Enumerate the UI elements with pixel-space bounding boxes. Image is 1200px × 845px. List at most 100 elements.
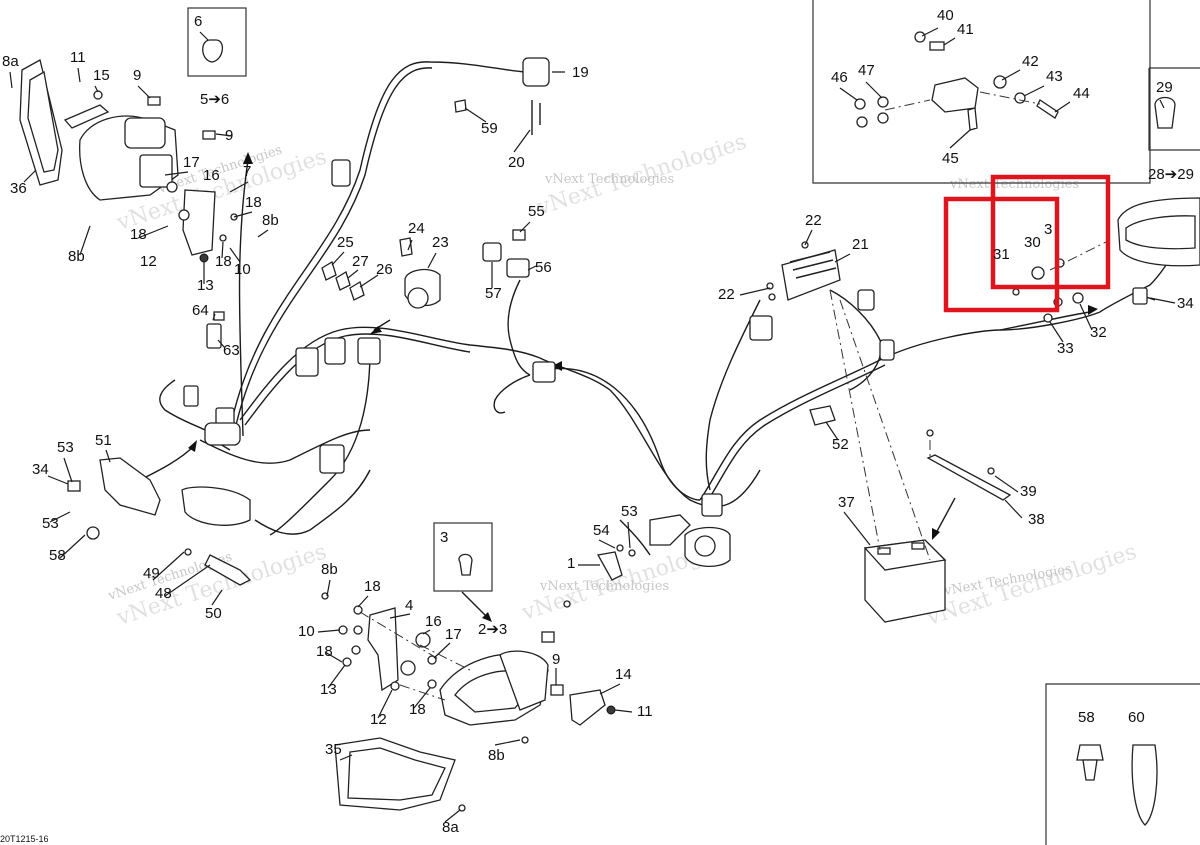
bulb-29-inset-box: [1148, 67, 1200, 151]
callout-label: 46: [831, 69, 848, 86]
callout-label: 28➔29: [1148, 166, 1194, 183]
solenoid-inset-box: [812, 0, 1151, 184]
callout-label: 18: [364, 578, 381, 595]
callout-label: 27: [352, 253, 369, 270]
bulbs: [458, 553, 473, 576]
callout-label: 38: [1028, 511, 1045, 528]
callout-label: 25: [337, 234, 354, 251]
callout-label: 22: [805, 212, 822, 229]
callout-label: 32: [1090, 324, 1107, 341]
callout-label: 4: [405, 597, 413, 614]
callout-label: 13: [320, 681, 337, 698]
callout-label: 53: [621, 503, 638, 520]
callout-label: 3: [440, 529, 448, 546]
starter-relay: [596, 514, 731, 581]
bulb-6-inset-box: [187, 7, 247, 77]
voltage-regulator: [766, 241, 841, 301]
callout-label: 58: [1078, 709, 1095, 726]
battery-assembly: [809, 289, 1012, 623]
callout-label: 55: [528, 203, 545, 220]
callout-label: 30: [1024, 234, 1041, 251]
callout-label: 44: [1073, 85, 1090, 102]
callout-label: 10: [298, 623, 315, 640]
callout-label: 35: [325, 741, 342, 758]
callout-label: 41: [957, 21, 974, 38]
callout-label: 17: [183, 154, 200, 171]
callout-label: 53: [42, 515, 59, 532]
callout-label: 37: [838, 494, 855, 511]
callout-label: 18: [245, 194, 262, 211]
callout-label: 14: [615, 666, 632, 683]
callout-label: 31: [993, 246, 1010, 263]
harness-connectors: [183, 57, 895, 517]
callout-label: 18: [215, 253, 232, 270]
callout-label: 12: [370, 711, 387, 728]
callout-label: 22: [718, 286, 735, 303]
wiring-harness: [139, 61, 1176, 556]
callout-label: 20: [508, 154, 525, 171]
callout-label: 3: [1044, 221, 1052, 238]
callout-label: 47: [858, 62, 875, 79]
callout-label: 19: [572, 64, 589, 81]
bulb-3-inset-box: [433, 522, 493, 592]
callout-label: 42: [1022, 53, 1039, 70]
callout-label: 26: [376, 261, 393, 278]
callout-label: 17: [445, 626, 462, 643]
left-headlight-assembly: [19, 39, 238, 263]
callout-label: 64: [192, 302, 209, 319]
callout-label: 57: [485, 285, 502, 302]
callout-label: 34: [32, 461, 49, 478]
callout-label: 51: [95, 432, 112, 449]
leader-lines: [9, 27, 1176, 823]
callout-label: 58: [49, 547, 66, 564]
highlight-box: [990, 174, 1111, 290]
callout-label: 45: [942, 150, 959, 167]
callout-label: 60: [1128, 709, 1145, 726]
callout-label: 34: [1177, 295, 1194, 312]
callout-label: 9: [133, 67, 141, 84]
callout-label: 18: [409, 701, 426, 718]
callout-label: 7: [243, 163, 251, 180]
callout-label: 24: [408, 220, 425, 237]
callout-label: 8a: [442, 819, 459, 836]
callout-label: 11: [637, 703, 653, 720]
callout-label: 15: [93, 67, 110, 84]
highlight-box: [943, 196, 1060, 313]
callout-label: 39: [1020, 483, 1037, 500]
watermark: vNext Technologies: [544, 172, 674, 187]
callout-label: 52: [832, 436, 849, 453]
center-components: [206, 99, 541, 349]
callout-label: 8b: [321, 561, 338, 578]
callout-label: 6: [194, 13, 202, 30]
callout-label: 50: [205, 605, 222, 622]
callout-label: 59: [481, 120, 498, 137]
callout-label: 23: [432, 234, 449, 251]
callout-label: 18: [130, 226, 147, 243]
callout-label: 33: [1057, 340, 1074, 357]
right-headlight-assembly: [321, 591, 616, 812]
callout-label: 16: [425, 613, 442, 630]
callout-label: 8b: [262, 212, 279, 229]
callout-label: 54: [593, 522, 610, 539]
solenoid-inset: [854, 31, 1059, 131]
callout-label: 11: [70, 49, 86, 66]
callout-label: 16: [203, 167, 220, 184]
callout-label: 2➔3: [478, 621, 507, 638]
callout-label: 49: [143, 565, 160, 582]
left-bracket-assembly: [67, 457, 252, 586]
watermark: vNext Technologies: [539, 579, 669, 594]
callout-label: 53: [57, 439, 74, 456]
callout-label: 13: [197, 277, 214, 294]
callout-label: 8b: [488, 747, 505, 764]
callout-label: 43: [1046, 68, 1063, 85]
fastener-inset-box: [1045, 683, 1200, 845]
callout-label: 10: [234, 261, 251, 278]
callout-label: 9: [552, 651, 560, 668]
callout-labels: 8a 11 15 9 6 5➔6 9 17 16 7 18 8b 36 8b 1…: [0, 7, 1194, 844]
callout-label: 8a: [2, 53, 19, 70]
fastener-inset: [1076, 744, 1158, 826]
callout-label: 8b: [68, 248, 85, 265]
callout-label: 40: [937, 7, 954, 24]
callout-label: 12: [140, 253, 157, 270]
